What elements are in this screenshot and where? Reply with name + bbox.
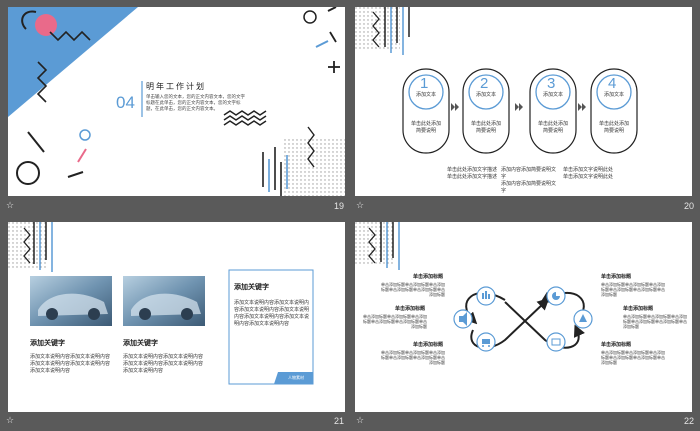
item-5-title: 单击添加标题	[623, 306, 654, 312]
chart-icon	[482, 293, 484, 299]
slide-20-decor	[355, 7, 638, 154]
item-4-text: 单击添加标题单击添加标题单击添加标题单击添加标题单击添加标题单击添加标题	[601, 282, 665, 297]
note-1: 单击此处添加文字描述 单击此处添加文字描述	[447, 167, 498, 180]
step-1-desc: 单击此处添加简要说明	[411, 121, 442, 134]
item-6-title: 单击添加标题	[601, 342, 632, 348]
slide-21-decor	[8, 222, 314, 385]
caption-1-text: 添加文本说明内容添加文本说明内容添加文本说明内容添加文本说明内容添加文本说明内容	[30, 354, 111, 374]
slide-number: 19	[333, 201, 344, 211]
slide-19-body: 单击输入您的文本，您的正文内容文本，您的文字标题在此单击，您的正文内容文本，您的…	[146, 95, 245, 112]
item-1-text: 单击添加标题单击添加标题单击添加标题单击添加标题单击添加标题单击添加标题	[381, 282, 445, 297]
slide-number: 21	[333, 416, 344, 426]
item-3-text: 单击添加标题单击添加标题单击添加标题单击添加标题单击添加标题单击添加标题	[381, 350, 445, 365]
step-3-number: 3	[547, 75, 556, 92]
cart-icon	[482, 339, 490, 344]
step-2-label: 添加文本	[475, 92, 496, 98]
caption-2-text: 添加文本说明内容添加文本说明内容添加文本说明内容添加文本说明内容添加文本说明内容	[123, 354, 204, 374]
item-2-title: 单击添加标题	[395, 306, 426, 312]
star-icon: ☆	[356, 416, 365, 426]
box-tag: 人物素材	[288, 375, 304, 380]
step-3-label: 添加文本	[542, 92, 563, 98]
speaker-icon	[459, 312, 467, 326]
step-1-label: 添加文本	[415, 92, 436, 98]
slide-19-decor	[8, 7, 345, 196]
slide-22-decor	[355, 222, 593, 352]
box-title: 添加关键字	[234, 283, 269, 291]
footer-19: ☆ 19	[0, 198, 350, 216]
pie-icon	[552, 292, 560, 300]
footer-22: ☆ 22	[350, 413, 700, 431]
star-icon: ☆	[6, 416, 15, 426]
caption-1-title: 添加关键字	[30, 339, 65, 347]
slide-19-title: 明年工作计划	[146, 82, 206, 91]
slide-number: 22	[683, 416, 694, 426]
note-3: 单击添加文字说明此处 单击添加文字说明此处	[563, 167, 614, 180]
step-4-label: 添加文本	[603, 92, 624, 98]
step-3-desc: 单击此处添加简要说明	[538, 121, 569, 134]
step-1-number: 1	[420, 75, 429, 92]
car-image-2	[123, 276, 205, 326]
slide-number: 20	[683, 201, 694, 211]
bell-icon	[579, 314, 587, 322]
slide-22[interactable]: 单击添加标题 单击添加标题单击添加标题单击添加标题单击添加标题单击添加标题单击添…	[355, 222, 692, 412]
section-index: 04	[116, 93, 135, 112]
slide-19[interactable]: 04 明年工作计划 单击输入您的文本，您的正文内容文本，您的文字标题在此单击，您…	[8, 7, 345, 196]
mail-icon	[551, 338, 561, 346]
item-2-text: 单击添加标题单击添加标题单击添加标题单击添加标题单击添加标题单击添加标题	[363, 314, 427, 329]
item-1-title: 单击添加标题	[413, 274, 444, 280]
item-5-text: 单击添加标题单击添加标题单击添加标题单击添加标题单击添加标题单击添加标题	[623, 314, 687, 329]
step-2-desc: 单击此处添加简要说明	[471, 121, 502, 134]
item-4-title: 单击添加标题	[601, 274, 632, 280]
step-2-number: 2	[480, 75, 489, 92]
star-icon: ☆	[6, 201, 15, 211]
step-4-number: 4	[608, 75, 617, 92]
step-4-desc: 单击此处添加简要说明	[599, 121, 630, 134]
item-6-text: 单击添加标题单击添加标题单击添加标题单击添加标题单击添加标题单击添加标题	[601, 350, 665, 365]
item-3-title: 单击添加标题	[413, 342, 444, 348]
star-icon: ☆	[356, 201, 365, 211]
box-text: 添加文本说明内容添加文本说明内容添加文本说明内容添加文本说明内容添加文本说明内容…	[234, 300, 310, 327]
footer-21: ☆ 21	[0, 413, 350, 431]
note-2: 添加内容添加简要说明文字 添加内容添加简要说明文字	[501, 167, 557, 194]
slide-20[interactable]: 1 添加文本 单击此处添加简要说明 2 添加文本 单击此处添加简要说明 3 添加…	[355, 7, 692, 196]
caption-2-title: 添加关键字	[123, 339, 158, 347]
footer-20: ☆ 20	[350, 198, 700, 216]
slide-21[interactable]: 添加关键字 添加文本说明内容添加文本说明内容添加文本说明内容添加文本说明内容添加…	[8, 222, 345, 412]
car-image-1	[30, 276, 112, 326]
